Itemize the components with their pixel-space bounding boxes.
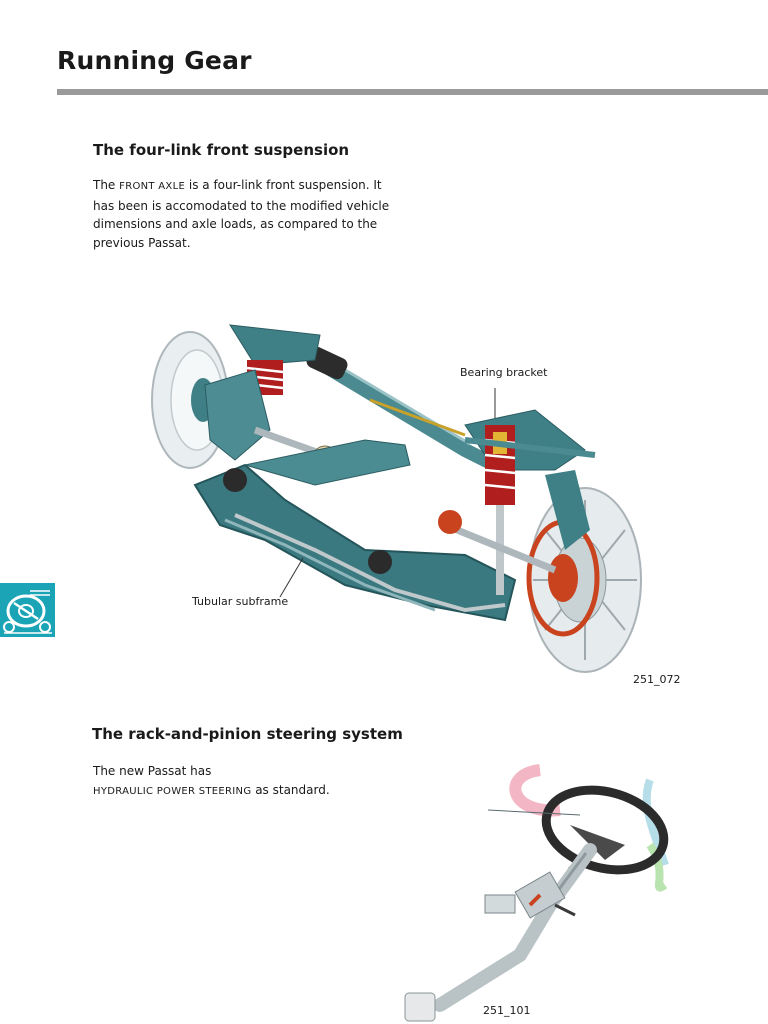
suspension-body-text: The FRONT AXLE is a four-link front susp… <box>93 176 393 252</box>
suspension-text-part1: The <box>93 178 120 192</box>
page-title: Running Gear <box>57 46 252 75</box>
figure-number-suspension: 251_072 <box>633 673 681 686</box>
hydraulic-power-steering-term: HYDRAULIC POWER STEERING <box>93 785 252 797</box>
suspension-text-part2: is a four-link front suspension. It has … <box>93 178 390 250</box>
steering-text-part1: The new Passat has <box>93 764 212 778</box>
title-rule <box>57 89 768 95</box>
section-heading-suspension: The four-link front suspension <box>93 141 350 159</box>
steering-text-part2: as standard. <box>251 782 330 797</box>
figure-number-steering: 251_101 <box>483 1004 531 1017</box>
front-suspension-illustration <box>151 324 642 673</box>
callout-bearing-bracket: Bearing bracket <box>460 366 548 379</box>
steering-system-illustration <box>404 764 669 1022</box>
callout-tubular-subframe: Tubular subframe <box>192 595 289 608</box>
chapter-tab <box>0 583 55 637</box>
front-axle-term: FRONT AXLE <box>119 181 186 192</box>
running-gear-icon <box>3 590 52 634</box>
section-heading-steering: The rack-and-pinion steering system <box>92 725 403 743</box>
steering-body-text: The new Passat has HYDRAULIC POWER STEER… <box>93 762 393 801</box>
